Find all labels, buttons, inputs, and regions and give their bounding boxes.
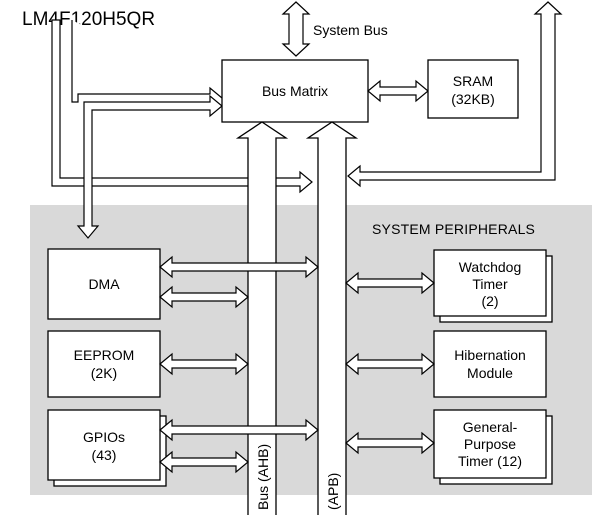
bus-matrix-box <box>221 59 369 123</box>
bus-matrix-label: Bus Matrix <box>262 83 328 99</box>
apb-bus <box>305 121 359 515</box>
eeprom-label: EEPROM <box>74 347 135 363</box>
watchdog-count: (2) <box>481 293 498 309</box>
left-outer-bus-arrow <box>51 19 313 194</box>
spacer <box>71 20 223 103</box>
eeprom-box <box>47 330 161 398</box>
dma-box <box>47 248 161 320</box>
gp-timer-apb-arrow <box>345 431 435 455</box>
eeprom-ahb-arrow <box>159 352 249 376</box>
eeprom-size: (2K) <box>91 365 117 381</box>
gpios-apb-arrow <box>159 418 319 442</box>
ahb-bus <box>235 121 289 515</box>
bus-matrix-sram-arrow <box>367 79 429 103</box>
gpios-ahb-arrow <box>159 450 249 474</box>
sram-label: SRAM <box>453 73 493 89</box>
gpios-label: GPIOs <box>83 429 125 445</box>
hibernation-label-2: Module <box>467 365 513 381</box>
watchdog-box <box>433 249 547 317</box>
dma-ahb-arrow-2 <box>159 285 249 309</box>
sram-size: (32KB) <box>451 91 495 107</box>
apb-bus-label: (APB) <box>325 473 341 510</box>
ahb-bus-label: Bus (AHB) <box>255 444 271 510</box>
right-outer-bus-arrow <box>347 1 563 188</box>
gp-timer-label-3: Timer (12) <box>458 453 522 469</box>
dma-label: DMA <box>88 276 120 292</box>
watchdog-label-1: Watchdog <box>459 259 522 275</box>
gp-timer-box <box>433 409 547 479</box>
sram-box <box>427 59 519 119</box>
watchdog-apb-arrow <box>345 271 435 295</box>
system-peripherals-label: SYSTEM PERIPHERALS <box>372 221 535 237</box>
hibernation-apb-arrow <box>345 352 435 376</box>
watchdog-label-2: Timer <box>472 276 508 292</box>
hibernation-box <box>433 330 547 398</box>
system-bus-label: System Bus <box>313 22 388 38</box>
dma-ahb-arrow-1 <box>159 255 319 279</box>
gpios-box <box>47 409 161 481</box>
hibernation-label-1: Hibernation <box>454 347 526 363</box>
system-bus-arrow <box>281 1 311 57</box>
chip-title: LM4F120H5QR <box>22 9 155 30</box>
gp-timer-label-2: Purpose <box>464 436 516 452</box>
gp-timer-label-1: General- <box>463 419 518 435</box>
gpios-count: (43) <box>92 447 117 463</box>
dma-to-bus-matrix-arrow <box>76 94 223 239</box>
